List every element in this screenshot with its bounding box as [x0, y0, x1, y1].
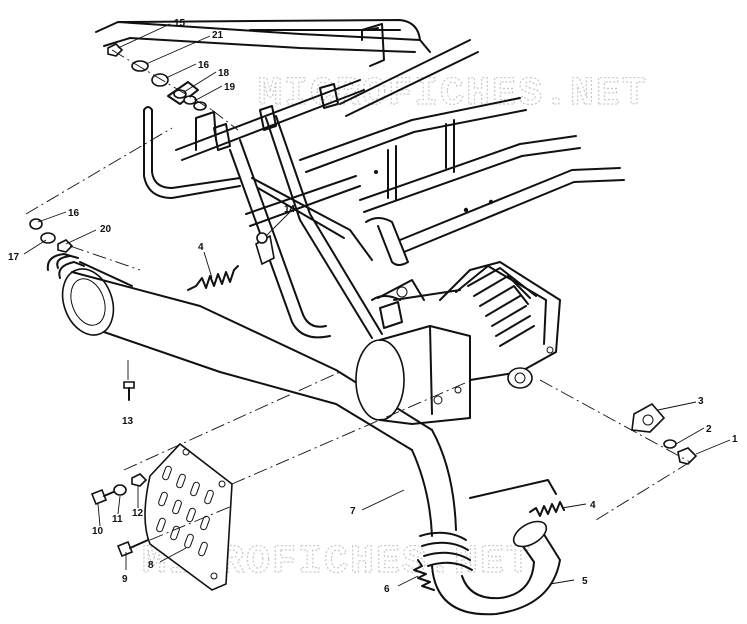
hardware — [29, 43, 698, 591]
callout-21: 21 — [212, 30, 224, 41]
engine — [355, 261, 561, 425]
head-pipe — [411, 429, 561, 616]
callout-15: 15 — [174, 18, 186, 29]
callout-20: 20 — [100, 224, 112, 235]
callout-2: 2 — [706, 424, 712, 435]
callout-10: 10 — [92, 526, 104, 537]
callout-14: 14 — [284, 204, 296, 215]
callout-13: 13 — [122, 416, 134, 427]
leader-lines — [23, 23, 731, 587]
callout-8: 8 — [148, 560, 154, 571]
callout-1: 1 — [732, 434, 738, 445]
callout-17: 17 — [8, 252, 20, 263]
center-lines — [25, 49, 691, 541]
callout-11: 11 — [112, 514, 123, 525]
callout-12: 12 — [132, 508, 144, 519]
callout-5: 5 — [582, 576, 588, 587]
callout-16-lower: 16 — [68, 208, 80, 219]
frame — [95, 19, 625, 339]
callouts: 1 2 3 4 4 5 6 7 8 9 10 11 12 13 14 15 16… — [8, 18, 738, 595]
watermark-top: MICROFICHES.NET — [258, 72, 648, 117]
callout-7: 7 — [350, 506, 356, 517]
callout-3: 3 — [698, 396, 704, 407]
heat-shield — [144, 442, 233, 591]
callout-9: 9 — [122, 574, 128, 585]
callout-16-upper: 16 — [198, 60, 210, 71]
callout-19: 19 — [224, 82, 236, 93]
callout-4-upper: 4 — [198, 242, 204, 253]
callout-18: 18 — [218, 68, 230, 79]
callout-6: 6 — [384, 584, 390, 595]
callout-4-lower: 4 — [590, 500, 596, 511]
